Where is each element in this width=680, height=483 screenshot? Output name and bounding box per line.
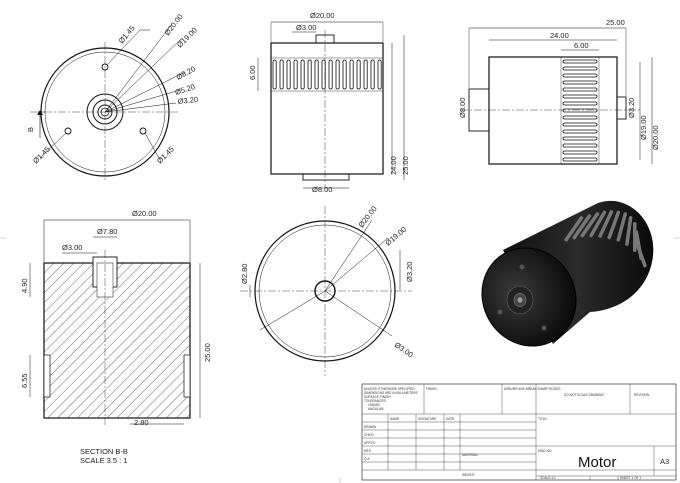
front-view-dims: Ø1.45 Ø20.00 Ø19.00 Ø8.20 Ø5.20 Ø3.20 Ø1… (26, 12, 199, 165)
tb-row-qa: Q.A (364, 457, 370, 461)
tb-deburr: DEBURR AND BREAK SHARP EDGES (504, 387, 560, 391)
tb-col-sig: SIGNATURE (418, 417, 436, 421)
dim-front-d145-top: Ø1.45 (117, 24, 137, 45)
dim-sec-d20: Ø20.00 (132, 209, 157, 218)
tb-col-date: DATE (446, 417, 454, 421)
dim-front-d20: Ø20.00 (162, 12, 184, 37)
dim-side-d32: Ø3.20 (627, 98, 636, 118)
section-view-dims: Ø20.00 Ø7.80 Ø3.00 4.90 25.00 6.55 2.80 … (20, 209, 212, 465)
section-scale: SCALE 3.5 : 1 (80, 456, 128, 465)
tb-size: A3 (660, 457, 669, 466)
dim-side-w24: 24.00 (550, 31, 569, 40)
tb-weight: WEIGHT: (462, 473, 475, 477)
isometric-motor-render (481, 200, 654, 347)
dim-sec-w28: 2.80 (134, 418, 149, 427)
tb-scale: SCALE:1:1 (540, 476, 556, 480)
bottom-view (240, 206, 412, 376)
tb-title-lbl: TITLE: (538, 417, 548, 421)
tb-unless: UNLESS OTHERWISE SPECIFIED: (364, 387, 416, 391)
dim-front-d82: Ø8.20 (175, 64, 197, 82)
tb-col-name: NAME (390, 417, 399, 421)
tb-dims-mm: DIMENSIONS ARE IN MILLIMETERS (364, 391, 418, 395)
dim-sec-d78: Ø7.80 (97, 227, 117, 236)
tb-sheet: SHEET 1 OF 1 (620, 476, 641, 480)
tb-row-chkd: CHK'D (364, 433, 374, 437)
dim-sec-h25: 25.00 (203, 343, 212, 362)
dim-bot-d28: Ø2.80 (240, 264, 249, 284)
top-view (257, 21, 405, 189)
vent-slots-iso (564, 210, 647, 268)
dim-bot-d19: Ø19.00 (384, 225, 409, 248)
vent-slots-side (562, 59, 598, 162)
dim-side-w25: 25.00 (606, 18, 625, 27)
front-view (30, 23, 186, 182)
sheet-border-ticks (0, 237, 680, 483)
dim-side-d20: Ø20.00 (651, 125, 660, 150)
title-block (361, 383, 677, 481)
tb-revision: REVISION (634, 393, 650, 397)
tb-dwg-no: DWG NO. (538, 449, 552, 453)
vent-slots-top (272, 59, 382, 90)
dim-side-d19: Ø19.00 (639, 115, 648, 140)
dim-bot-d3: Ø3.00 (393, 340, 415, 359)
tb-surface: SURFACE FINISH: (364, 395, 391, 399)
dim-sec-h655: 6.55 (20, 373, 29, 388)
dim-bot-d20: Ø20.00 (356, 204, 378, 229)
dim-front-d145-left: Ø1.45 (31, 145, 52, 166)
tb-row-drawn: DRAWN (364, 425, 377, 429)
tb-no-scale: DO NOT SCALE DRAWING (564, 393, 604, 397)
tb-row-appvd: APPV'D (364, 441, 376, 445)
side-view-dims: 25.00 24.00 6.00 Ø8.00 Ø3.20 Ø19.00 Ø20.… (458, 18, 660, 150)
dim-side-d8: Ø8.00 (458, 98, 467, 118)
title-block-text: UNLESS OTHERWISE SPECIFIED: DIMENSIONS A… (364, 387, 669, 480)
dim-front-d32: Ø3.20 (177, 95, 198, 106)
tb-part-name: Motor (578, 454, 616, 471)
dim-sec-d3: Ø3.00 (62, 243, 82, 252)
side-view (460, 27, 653, 165)
tb-tol: TOLERANCES: (364, 399, 387, 403)
tb-finish: FINISH: (426, 387, 437, 391)
dim-side-w6: 6.00 (574, 41, 589, 50)
dim-top-d8: Ø8.00 (312, 185, 332, 194)
tb-row-mfg: MFG (364, 449, 372, 453)
dim-top-d20: Ø20.00 (310, 11, 335, 20)
dim-bot-d32: Ø3.20 (405, 262, 414, 282)
dim-front-d19: Ø19.00 (175, 26, 199, 50)
top-view-dims: Ø20.00 Ø3.00 6.00 24.00 25.00 Ø8.00 (248, 11, 410, 194)
dim-top-h24: 24.00 (389, 156, 398, 175)
tb-linear: LINEAR: (368, 403, 381, 407)
dim-sec-h49: 4.90 (20, 278, 29, 293)
dim-top-d3: Ø3.00 (296, 23, 316, 32)
section-view (29, 219, 201, 425)
dim-top-h25: 25.00 (401, 156, 410, 175)
tb-angular: ANGULAR: (368, 407, 384, 411)
section-marker-b: B (26, 127, 35, 132)
tb-material: MATERIAL: (462, 453, 479, 457)
section-title: SECTION B-B (80, 447, 128, 456)
dim-top-h6: 6.00 (248, 65, 257, 80)
